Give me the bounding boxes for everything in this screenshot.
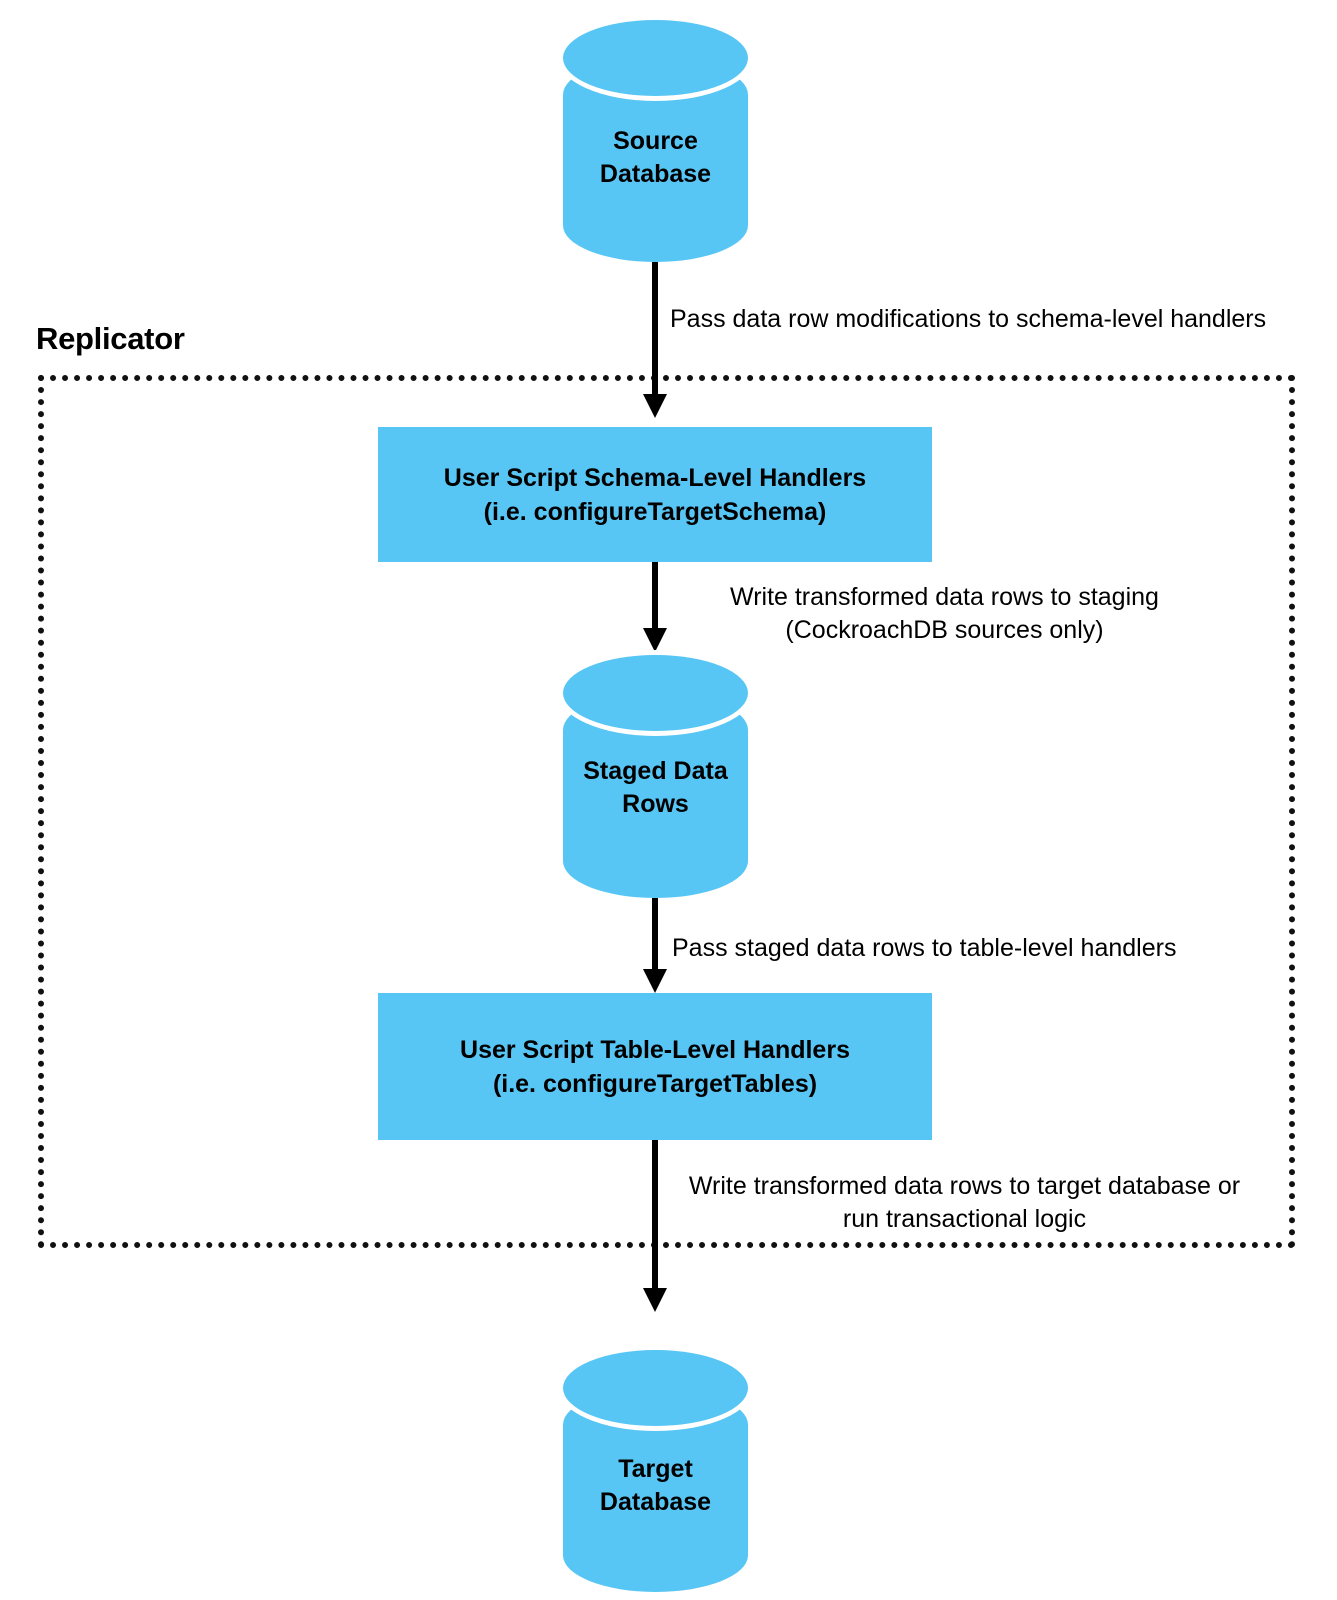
arrow-head — [643, 969, 667, 993]
arrow-shaft — [652, 1140, 658, 1288]
node-target-database: Target Database — [563, 1350, 748, 1592]
arrow-head — [643, 394, 667, 418]
node-schema-level-handlers-label: User Script Schema-Level Handlers (i.e. … — [443, 463, 867, 526]
cylinder-top-ellipse — [563, 20, 748, 96]
node-table-level-handlers-label: User Script Table-Level Handlers (i.e. c… — [460, 1035, 850, 1098]
arrow-schema-to-staged — [643, 562, 667, 652]
arrow-source-to-schema — [643, 262, 667, 418]
node-target-database-label: Target Database — [599, 1455, 712, 1516]
arrow-head — [643, 628, 667, 652]
edge-label-schema-to-staged: Write transformed data rows to staging (… — [730, 583, 1159, 644]
cylinder-top-ellipse — [563, 1350, 748, 1426]
arrow-table-to-target — [643, 1140, 667, 1312]
arrow-shaft — [652, 562, 658, 628]
cylinder-top-ellipse — [563, 655, 748, 731]
replicator-boundary-box — [38, 375, 1295, 1248]
arrow-head — [643, 1288, 667, 1312]
node-table-level-handlers: User Script Table-Level Handlers (i.e. c… — [378, 993, 932, 1140]
node-staged-data-rows: Staged Data Rows — [563, 655, 748, 898]
arrow-shaft — [652, 898, 658, 969]
edge-label-table-to-target: Write transformed data rows to target da… — [688, 1172, 1241, 1233]
arrow-shaft — [652, 262, 658, 394]
replicator-boundary-label: Replicator — [36, 321, 185, 356]
edge-label-source-to-schema: Pass data row modifications to schema-le… — [670, 305, 1267, 333]
edge-label-staged-to-table: Pass staged data rows to table-level han… — [672, 934, 1177, 962]
node-schema-level-handlers: User Script Schema-Level Handlers (i.e. … — [378, 427, 932, 562]
node-staged-data-rows-label: Staged Data Rows — [583, 757, 728, 818]
node-source-database-label: Source Database — [599, 127, 712, 188]
arrow-staged-to-table — [643, 898, 667, 993]
node-source-database: Source Database — [563, 20, 748, 262]
